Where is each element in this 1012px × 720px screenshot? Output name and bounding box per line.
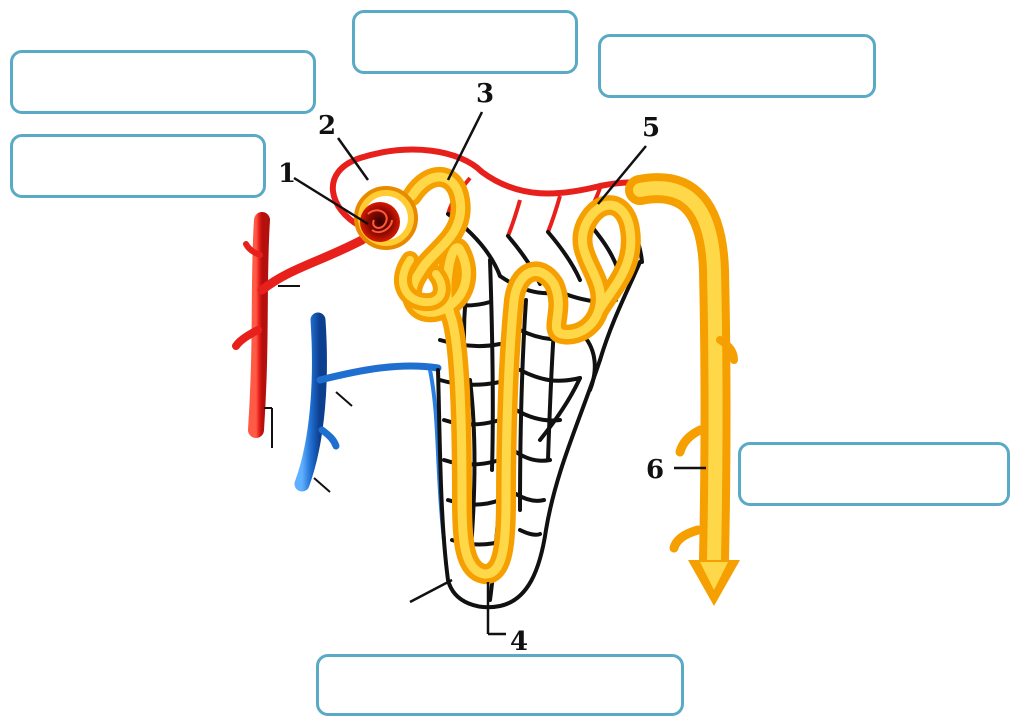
collecting-duct [640, 188, 734, 560]
label-5: 5 [642, 113, 660, 143]
label-4: 4 [510, 627, 528, 657]
renal-vein [302, 320, 444, 540]
vein-pointer-line-upper [336, 392, 352, 406]
vein-pointer-line-lower [314, 478, 330, 492]
loop-pointer-line [410, 580, 452, 602]
label-6: 6 [646, 455, 664, 485]
label-2: 2 [318, 111, 336, 141]
label-1: 1 [278, 159, 296, 189]
label-3: 3 [476, 79, 494, 109]
